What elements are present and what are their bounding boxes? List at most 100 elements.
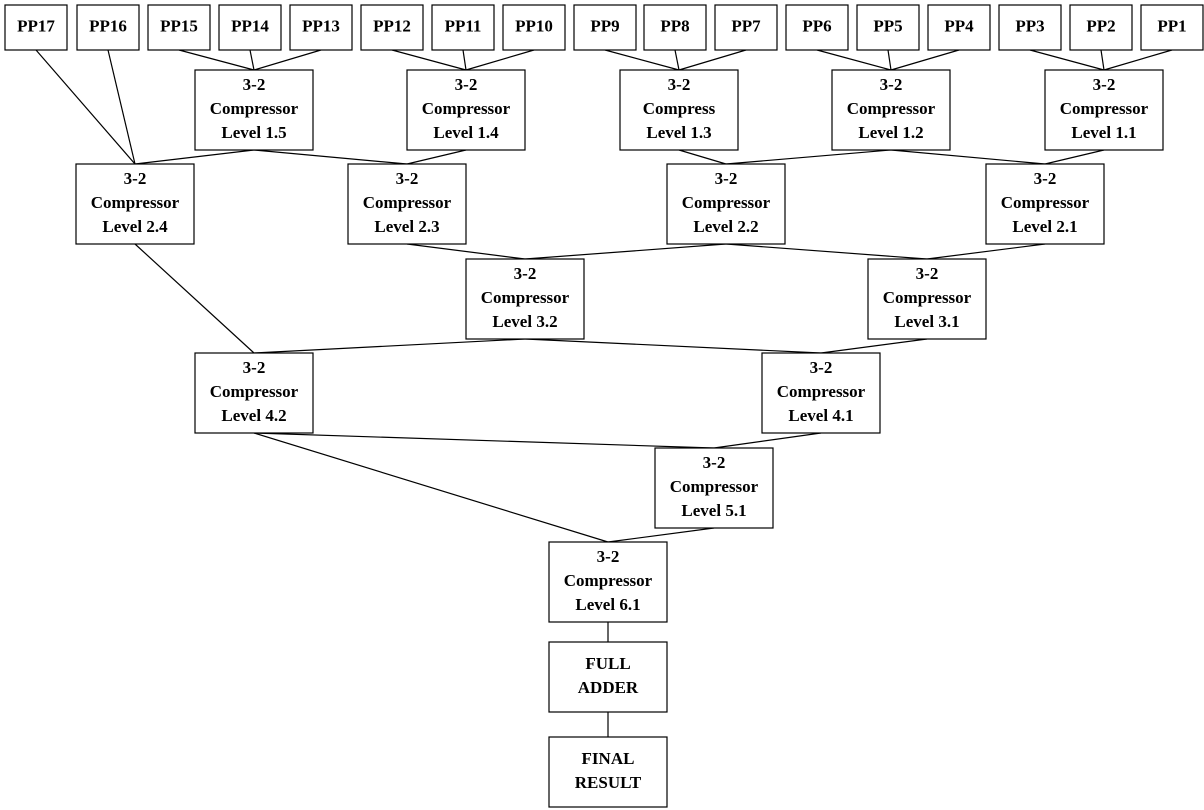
edge-pp10-to-l1_4 <box>465 49 535 71</box>
node-label-line: Level 4.2 <box>221 406 286 425</box>
node-box <box>654 447 774 529</box>
node-label-line: Compressor <box>777 382 866 401</box>
node-label-line: PP10 <box>515 16 553 35</box>
node-label-line: Compressor <box>564 571 653 590</box>
node-label-line: Compressor <box>91 193 180 212</box>
node-box <box>548 641 668 713</box>
edge-l1_1-to-l2_1 <box>1044 149 1105 165</box>
node-label-line: Compressor <box>670 477 759 496</box>
node-label-line: PP6 <box>802 16 831 35</box>
node-box <box>4 4 68 51</box>
node-box <box>465 258 585 340</box>
node-label-line: Compressor <box>883 288 972 307</box>
edge-l4_2-to-l6_1 <box>253 432 609 543</box>
node-box <box>548 736 668 808</box>
edge-l1_5-to-l2_4 <box>134 149 255 165</box>
edge-pp13-to-l1_5 <box>253 49 322 71</box>
edge-l3_2-to-l4_1 <box>524 338 822 354</box>
node-box <box>548 541 668 623</box>
edge-pp2-to-l1_1 <box>1100 49 1105 71</box>
node-label-line: 3-2 <box>396 169 419 188</box>
node-label-line: 3-2 <box>810 358 833 377</box>
node-label-line: PP16 <box>89 16 127 35</box>
node-box <box>856 4 920 51</box>
node-label-line: Level 1.3 <box>646 123 711 142</box>
node-box <box>573 4 637 51</box>
node-label-line: 3-2 <box>243 358 266 377</box>
edge-l1_2-to-l2_2 <box>725 149 892 165</box>
node-box <box>761 352 881 434</box>
node-label-line: Level 2.3 <box>374 217 439 236</box>
node-box <box>1140 4 1204 51</box>
node-pp7: PP7 <box>714 4 778 51</box>
node-label-line: Level 2.1 <box>1012 217 1077 236</box>
node-pp12: PP12 <box>360 4 424 51</box>
node-box <box>194 352 314 434</box>
node-label-line: 3-2 <box>916 264 939 283</box>
node-label-line: Compressor <box>847 99 936 118</box>
node-label-line: PP15 <box>160 16 198 35</box>
edge-l2_2-to-l3_2 <box>524 243 727 260</box>
node-pp8: PP8 <box>643 4 707 51</box>
node-label-line: Level 5.1 <box>681 501 746 520</box>
node-label-line: 3-2 <box>880 75 903 94</box>
node-label-line: PP17 <box>17 16 55 35</box>
edge-l1_3-to-l2_2 <box>678 149 727 165</box>
node-box <box>76 4 140 51</box>
node-box <box>502 4 566 51</box>
edge-pp3-to-l1_1 <box>1029 49 1105 71</box>
edge-pp1-to-l1_1 <box>1103 49 1173 71</box>
node-label-line: Compressor <box>363 193 452 212</box>
node-label-line: 3-2 <box>124 169 147 188</box>
node-label-line: Level 4.1 <box>788 406 853 425</box>
node-pp10: PP10 <box>502 4 566 51</box>
node-box <box>985 163 1105 245</box>
node-label-line: Level 3.2 <box>492 312 557 331</box>
connector-lines <box>35 49 1173 737</box>
node-box <box>1069 4 1133 51</box>
edge-l2_2-to-l3_1 <box>725 243 928 260</box>
node-label-line: PP5 <box>873 16 902 35</box>
node-box <box>785 4 849 51</box>
node-label-line: Compress <box>643 99 716 118</box>
edge-l3_1-to-l4_1 <box>820 338 928 354</box>
edge-pp15-to-l1_5 <box>178 49 255 71</box>
node-label-line: PP11 <box>445 16 482 35</box>
node-label-line: Compressor <box>210 99 299 118</box>
edge-pp6-to-l1_2 <box>816 49 892 71</box>
node-label-line: Level 1.4 <box>433 123 499 142</box>
node-pp11: PP11 <box>431 4 495 51</box>
node-pp4: PP4 <box>927 4 991 51</box>
node-label-line: Level 1.2 <box>858 123 923 142</box>
node-label-line: Level 6.1 <box>575 595 640 614</box>
node-box <box>347 163 467 245</box>
node-label-line: PP8 <box>660 16 689 35</box>
edge-pp12-to-l1_4 <box>391 49 467 71</box>
node-label-line: PP13 <box>302 16 340 35</box>
edge-l2_3-to-l3_2 <box>406 243 526 260</box>
node-label-line: 3-2 <box>597 547 620 566</box>
node-label-line: PP1 <box>1157 16 1186 35</box>
node-box <box>431 4 495 51</box>
node-box <box>714 4 778 51</box>
node-label-line: ADDER <box>578 678 639 697</box>
node-label-line: PP7 <box>731 16 761 35</box>
edge-pp8-to-l1_3 <box>674 49 680 71</box>
node-label-line: Compressor <box>1001 193 1090 212</box>
